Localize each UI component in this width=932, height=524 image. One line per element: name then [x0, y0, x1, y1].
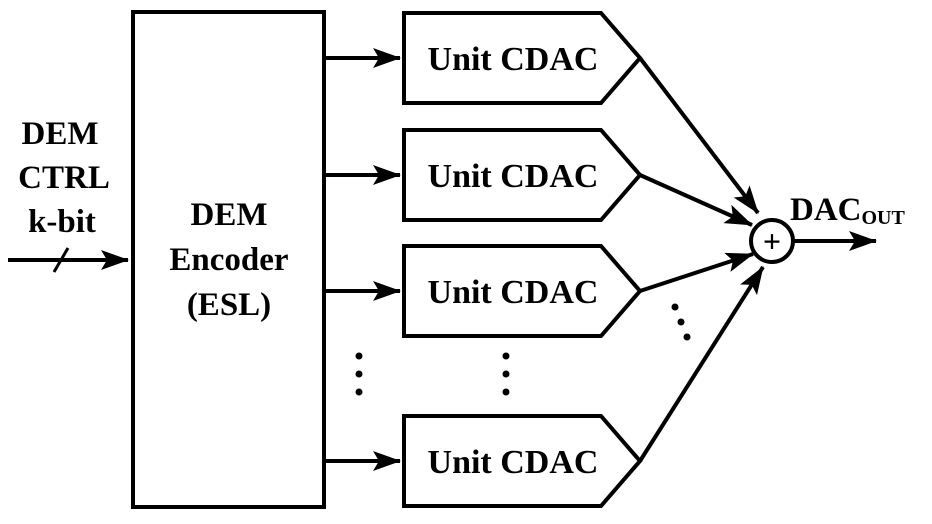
unit4-to-summer-arrow [638, 265, 765, 463]
encoder-ellipsis [355, 352, 363, 396]
output-label: DACOUT [790, 192, 906, 229]
unit3-to-summer-arrow [639, 252, 754, 293]
unit-cdac-label-3: Unit CDAC [428, 274, 599, 311]
output-label-subscript: OUT [862, 207, 906, 229]
encoder-label-line1: DEM [191, 197, 268, 233]
bus-width-slash [52, 247, 70, 273]
unit-ellipsis [502, 352, 510, 396]
input-label-line2: CTRL [18, 160, 110, 196]
unit-cdac-block-1 [402, 11, 643, 105]
unit-cdac-label-4: Unit CDAC [428, 444, 599, 481]
unit-cdac-label-1: Unit CDAC [428, 41, 599, 78]
encoder-label-line3: (ESL) [187, 287, 271, 323]
summing-lines-ellipsis [671, 303, 691, 341]
unit-cdac-block-3 [402, 244, 643, 338]
input-label-line3: k-bit [28, 204, 96, 240]
output-label-main: DAC [790, 192, 862, 228]
unit2-to-summer-arrow [639, 173, 753, 227]
encoder-block [131, 10, 326, 509]
unit-cdac-block-2 [402, 128, 643, 222]
summing-junction-symbol: + [763, 223, 781, 259]
unit-cdac-label-2: Unit CDAC [428, 158, 599, 195]
encoder-label-line2: Encoder [169, 242, 288, 278]
input-label-line1: DEM [22, 116, 99, 152]
unit1-to-summer-arrow [638, 56, 760, 215]
unit-cdac-block-4 [402, 414, 643, 508]
